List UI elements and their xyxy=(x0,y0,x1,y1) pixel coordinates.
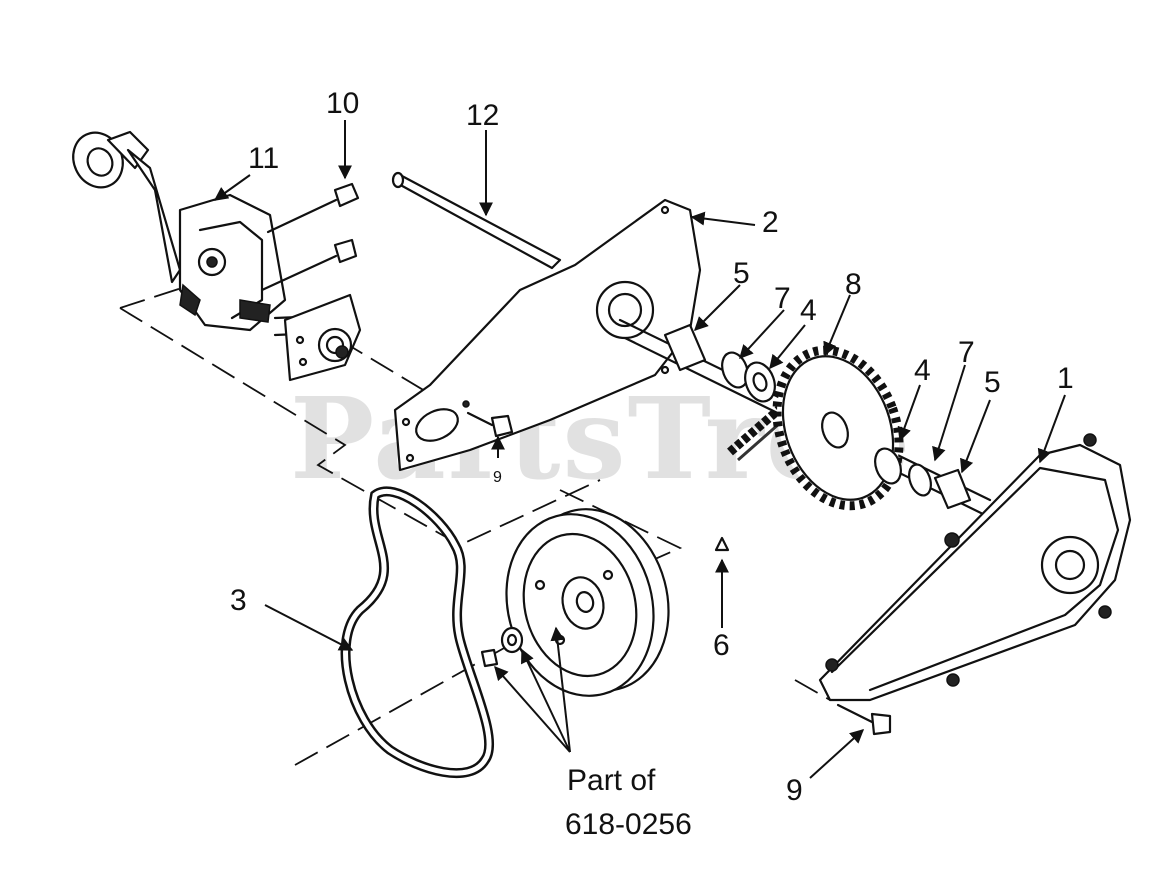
sprocket xyxy=(772,345,904,511)
callout-labels: 1 2 3 4 4 5 5 6 7 7 8 9 9 10 11 12 xyxy=(230,87,1074,807)
callout-8: 8 xyxy=(845,268,862,301)
callout-7-right: 7 xyxy=(958,336,975,369)
washer-and-nut xyxy=(480,626,524,668)
part-12-axle-rod xyxy=(391,171,562,270)
part-3-belt xyxy=(340,486,495,779)
callout-1: 1 xyxy=(1057,362,1074,395)
callout-9-upper: 9 xyxy=(493,469,502,486)
part-10-bolts xyxy=(260,182,360,292)
part-1-chain-cover xyxy=(818,433,1132,702)
part-11-idler-bracket xyxy=(72,130,352,337)
callout-7-left: 7 xyxy=(774,282,791,315)
right-bushings xyxy=(874,447,972,510)
pulley xyxy=(505,508,670,697)
callout-10: 10 xyxy=(326,87,359,120)
callout-3: 3 xyxy=(230,584,247,617)
part-6-fitting xyxy=(714,536,730,552)
callout-4-left: 4 xyxy=(800,294,817,327)
callout-5-left: 5 xyxy=(733,257,750,290)
part-2-side-plate xyxy=(393,198,702,472)
note-line-1: Part of xyxy=(567,764,656,797)
callout-6: 6 xyxy=(713,629,730,662)
callout-4-right: 4 xyxy=(914,354,931,387)
part-note: Part of 618-0256 xyxy=(565,764,692,841)
part-9-bolt-upper xyxy=(462,400,514,438)
part-9-bolt-lower xyxy=(836,703,892,736)
leader-lines xyxy=(213,120,1066,779)
callout-2: 2 xyxy=(762,206,779,239)
callout-5-right: 5 xyxy=(984,366,1001,399)
callout-11: 11 xyxy=(248,142,279,175)
callout-9-lower: 9 xyxy=(786,774,803,807)
note-line-2: 618-0256 xyxy=(565,808,692,841)
drive-plate-small xyxy=(283,293,362,382)
callout-12: 12 xyxy=(466,99,499,132)
